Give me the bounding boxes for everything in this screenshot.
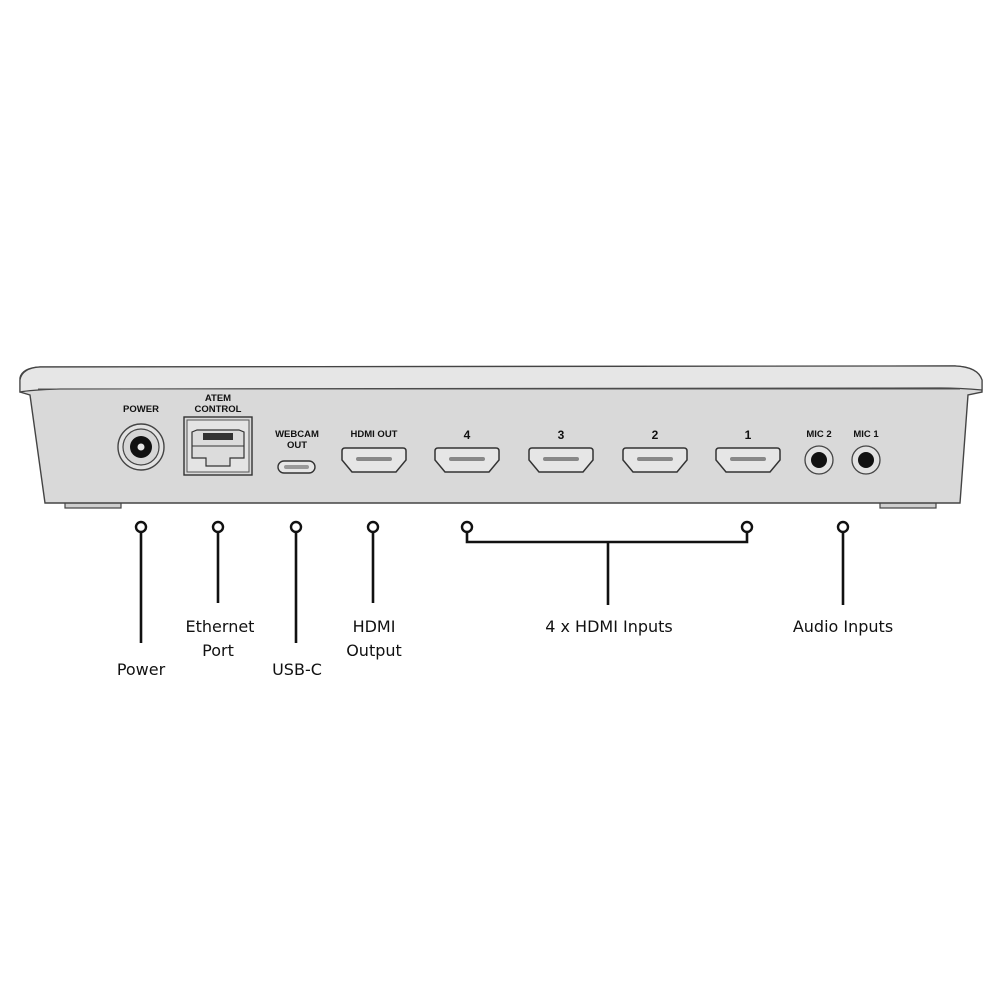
callout-power: Power — [117, 520, 166, 679]
usb-c-tongue — [284, 465, 309, 469]
callout-hdmi-output: HDMI Output — [346, 520, 402, 660]
device-top-lip — [19, 365, 983, 393]
callout-power-label: Power — [117, 660, 166, 679]
device-body — [19, 365, 983, 509]
callout-usbc-label: USB-C — [272, 660, 322, 679]
power-jack-icon — [117, 423, 165, 471]
callout-audio-inputs-label: Audio Inputs — [793, 617, 893, 636]
mic1-label: MIC 1 — [853, 429, 879, 440]
ethernet-port-icon — [183, 416, 253, 476]
mic1-jack-icon — [851, 445, 881, 475]
hdmi-in-2-label: 2 — [652, 428, 659, 442]
hdmi-in-4-port-icon — [434, 447, 500, 473]
hdmi-in-1-label: 1 — [745, 428, 752, 442]
webcam-out-label-1: WEBCAM — [275, 429, 319, 440]
hdmi-out-label: HDMI OUT — [351, 429, 398, 440]
callout-usbc: USB-C — [272, 520, 322, 679]
hdmi-in-3-label: 3 — [558, 428, 565, 442]
callout-ethernet-label-1: Ethernet — [186, 617, 255, 636]
callout-hdmi-inputs-label: 4 x HDMI Inputs — [545, 617, 673, 636]
callout-hdmi-output-label-2: Output — [346, 641, 402, 660]
hdmi-ports — [341, 447, 781, 473]
mic2-jack-icon — [804, 445, 834, 475]
webcam-out-label-2: OUT — [287, 440, 307, 451]
hdmi-in-4-label: 4 — [464, 428, 471, 442]
hdmi-in-1-port-icon — [715, 447, 781, 473]
power-label: POWER — [123, 404, 159, 415]
mic2-label: MIC 2 — [806, 429, 831, 440]
callout-ethernet-label-2: Port — [202, 641, 234, 660]
callout-ethernet: Ethernet Port — [186, 520, 255, 660]
callout-hdmi-inputs: 4 x HDMI Inputs — [460, 520, 754, 636]
callout-hdmi-output-label-1: HDMI — [353, 617, 396, 636]
atem-control-label-2: CONTROL — [195, 404, 242, 415]
hdmi-in-3-port-icon — [528, 447, 594, 473]
hdmi-in-2-port-icon — [622, 447, 688, 473]
hdmi-out-port-icon — [341, 447, 407, 473]
atem-control-label-1: ATEM — [205, 393, 231, 404]
callout-audio-inputs: Audio Inputs — [793, 520, 893, 636]
